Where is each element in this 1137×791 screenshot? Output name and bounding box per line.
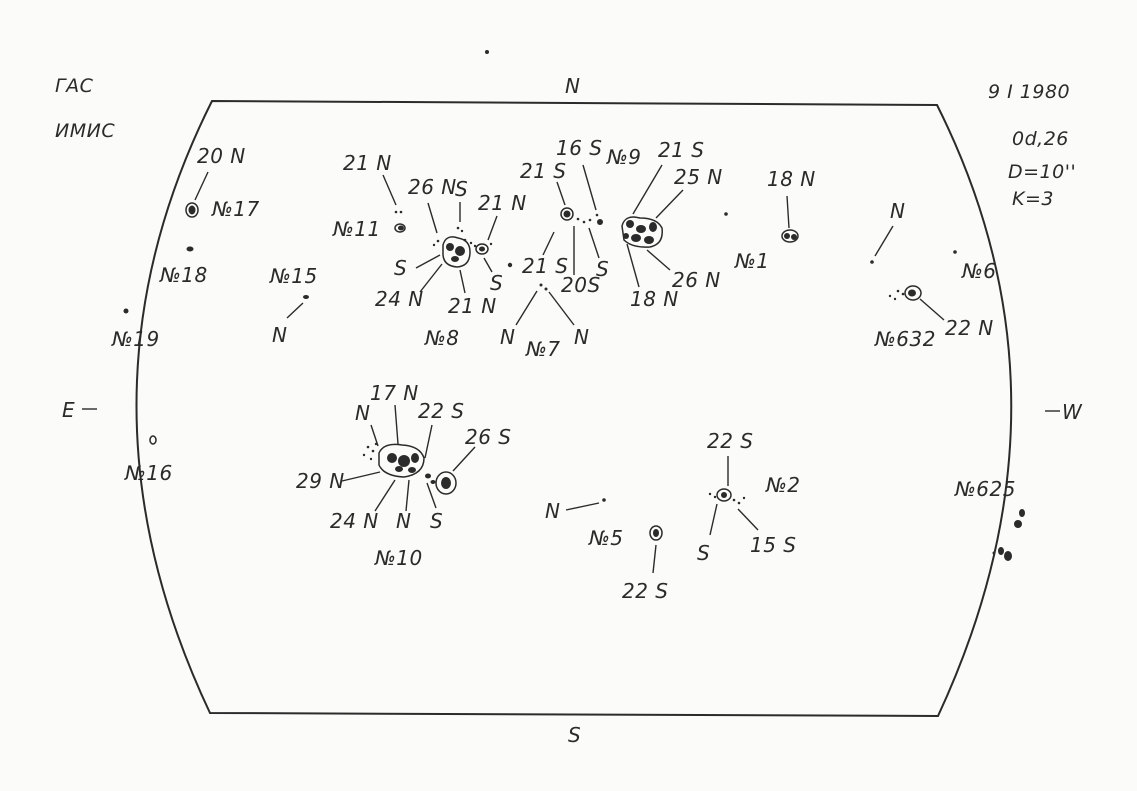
group-10: 17 N N 22 S 26 S 29 N 24 N N S №10 — [296, 381, 512, 570]
group-7-label-n-left: N — [500, 325, 515, 349]
group-18: №18 — [159, 246, 208, 287]
group-10-label-n-bottom: N — [396, 509, 411, 533]
group-10-label-n-top: N — [355, 401, 370, 425]
group-11-number: №11 — [332, 217, 381, 241]
group-8: 26 N S 21 N S 24 N 21 N S №8 — [375, 175, 527, 350]
group-632-number: №632 — [874, 327, 936, 351]
group-632-polarity: 22 N — [945, 316, 994, 340]
group-5-number: №5 — [588, 526, 624, 550]
pole-dot — [485, 50, 489, 54]
group-19: №19 — [111, 308, 160, 351]
group-10-label-17n: 17 N — [370, 381, 419, 405]
stray-spot — [724, 212, 728, 216]
group-8-label-s-left: S — [394, 256, 407, 280]
east-label: E — [62, 398, 75, 422]
group-17-number: №17 — [211, 197, 260, 221]
group-9-label-26n: 26 N — [672, 268, 721, 292]
group-625-number: №625 — [954, 477, 1016, 501]
group-2-number: №2 — [765, 473, 801, 497]
group-8-number: №8 — [424, 326, 460, 350]
observation-time: 0d,26 — [1012, 128, 1069, 150]
group-10-label-22s: 22 S — [418, 399, 465, 423]
group-9-label-20s: 20S — [561, 273, 601, 297]
group-9-label-16s: 16 S — [556, 136, 603, 160]
group-6-polarity: N — [890, 199, 905, 223]
group-9-label-21s-left: 21 S — [520, 159, 567, 183]
group-9-label-s: S — [596, 257, 609, 281]
group-8-label-s-top: S — [455, 177, 468, 201]
group-10-label-s: S — [430, 509, 443, 533]
group-9-number: №9 — [606, 145, 642, 169]
observatory-label-1: ГАС — [55, 75, 94, 97]
group-8-label-21n-bottom: 21 N — [448, 294, 497, 318]
group-7: 21 S N N №7 — [500, 231, 589, 361]
north-label: N — [565, 74, 580, 98]
group-15: №15 N — [269, 264, 318, 347]
south-label: S — [568, 723, 581, 747]
group-10-number: №10 — [374, 546, 423, 570]
group-7-number: №7 — [525, 337, 561, 361]
group-625: №625 — [954, 477, 1025, 561]
group-10-label-26s: 26 S — [465, 425, 512, 449]
disk-frame — [135, 99, 1013, 718]
quality-index: K=3 — [1012, 188, 1054, 210]
group-17-polarity: 20 N — [197, 144, 246, 168]
group-5-label-22s: 22 S — [622, 579, 669, 603]
group-18-number: №18 — [159, 263, 208, 287]
group-10-label-29n: 29 N — [296, 469, 345, 493]
group-8-label-24n: 24 N — [375, 287, 424, 311]
disk-diameter: D=10'' — [1008, 161, 1076, 183]
group-1: 18 N №1 — [734, 167, 816, 273]
group-1-number: №1 — [734, 249, 770, 273]
group-10-label-24n: 24 N — [330, 509, 379, 533]
group-8-label-s-right: S — [490, 271, 503, 295]
group-7-label-n-right: N — [574, 325, 589, 349]
west-label: W — [1062, 400, 1083, 424]
group-8-label-21n-top: 21 N — [478, 191, 527, 215]
group-9: 16 S 21 S 21 S 25 N 20S S 18 N 26 N №9 — [520, 136, 723, 311]
group-2: 22 S №2 S 15 S — [697, 429, 801, 565]
group-19-number: №19 — [111, 327, 160, 351]
group-17: 20 N №17 — [185, 144, 260, 221]
observation-date: 9 I 1980 — [988, 81, 1070, 103]
group-6-number: №6 — [961, 259, 997, 283]
group-16-number: №16 — [124, 461, 173, 485]
group-8-label-26n: 26 N — [408, 175, 457, 199]
group-5: N №5 22 S — [545, 498, 669, 603]
observatory-label-2: ИМИС — [55, 120, 115, 142]
group-16: №16 — [124, 435, 173, 485]
group-2-label-s: S — [697, 541, 710, 565]
group-6: N №6 — [870, 199, 996, 283]
group-15-polarity: N — [272, 323, 287, 347]
group-15-number: №15 — [269, 264, 318, 288]
group-2-label-22s: 22 S — [707, 429, 754, 453]
group-9-label-21s-right: 21 S — [658, 138, 705, 162]
group-2-label-15s: 15 S — [750, 533, 797, 557]
group-632: 22 N №632 — [874, 285, 994, 351]
group-9-label-25n: 25 N — [674, 165, 723, 189]
group-11-polarity: 21 N — [343, 151, 392, 175]
group-1-polarity: 18 N — [767, 167, 816, 191]
group-5-label-n: N — [545, 499, 560, 523]
group-9-label-18n: 18 N — [630, 287, 679, 311]
group-7-label-21s: 21 S — [522, 254, 569, 278]
group-11: 21 N №11 — [332, 151, 406, 241]
